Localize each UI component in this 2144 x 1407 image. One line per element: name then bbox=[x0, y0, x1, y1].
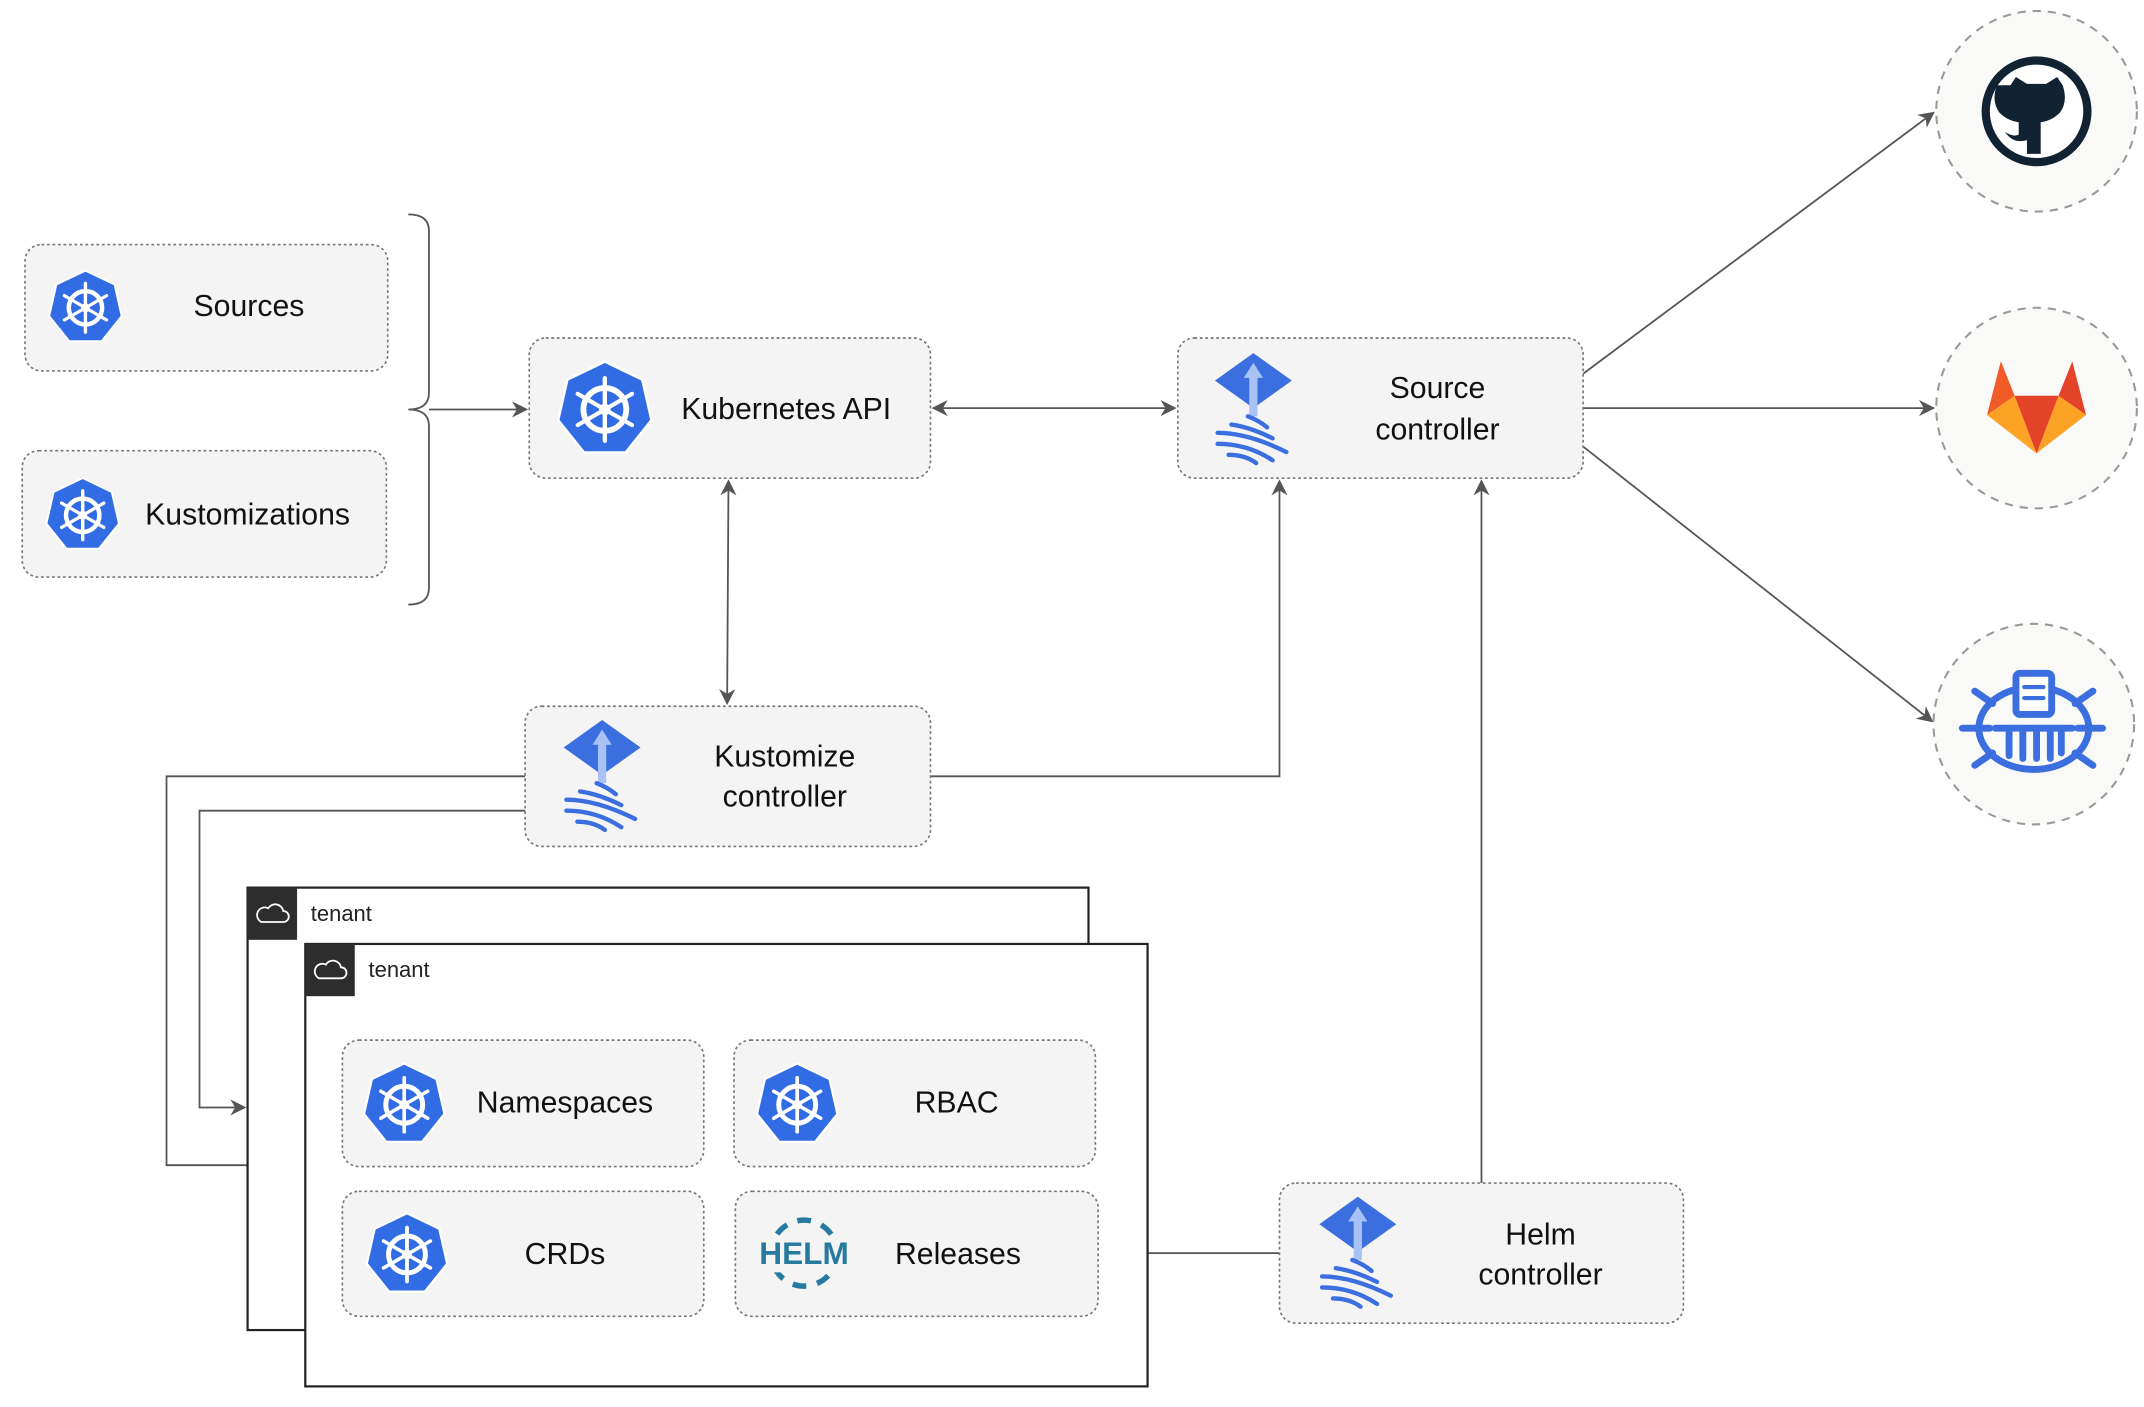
namespaces-label: Namespaces bbox=[477, 1087, 653, 1120]
edge-source-to-bucket bbox=[1582, 445, 1934, 723]
tenant-label: tenant bbox=[311, 901, 372, 926]
edge-kustomize-to-tenant-back bbox=[198, 809, 526, 1116]
cloud-icon bbox=[313, 959, 348, 980]
tenant-label: tenant bbox=[369, 957, 430, 982]
node-sources[interactable]: Sources bbox=[24, 243, 389, 372]
helm-controller-label-line2: controller bbox=[1478, 1258, 1602, 1291]
edge-api-kustomize-controller bbox=[719, 479, 737, 706]
gitlab-source[interactable] bbox=[1935, 306, 2138, 510]
rbac-label: RBAC bbox=[915, 1087, 999, 1120]
node-kustomizations[interactable]: Kustomizations bbox=[21, 449, 388, 578]
cloud-icon bbox=[256, 903, 290, 923]
node-namespaces[interactable]: Namespaces bbox=[341, 1039, 705, 1168]
releases-label: Releases bbox=[895, 1238, 1021, 1271]
helm-controller-label-line1: Helm bbox=[1505, 1219, 1576, 1252]
kustomize-controller-label-line1: Kustomize bbox=[714, 740, 855, 773]
edge-kustomize-to-source bbox=[930, 479, 1288, 778]
kustomizations-label: Kustomizations bbox=[145, 499, 350, 532]
node-crds[interactable]: CRDs bbox=[341, 1190, 705, 1318]
bucket-source[interactable] bbox=[1932, 622, 2136, 826]
node-helm-controller[interactable]: Helm controller bbox=[1278, 1182, 1685, 1325]
node-rbac[interactable]: RBAC bbox=[733, 1039, 1097, 1168]
node-kustomize-controller[interactable]: Kustomize controller bbox=[524, 705, 932, 848]
node-releases[interactable]: HELM Releases bbox=[734, 1190, 1099, 1318]
kustomize-controller-label-line2: controller bbox=[723, 780, 847, 813]
github-source[interactable] bbox=[1935, 9, 2138, 213]
sources-label: Sources bbox=[194, 290, 305, 323]
crds-label: CRDs bbox=[525, 1238, 606, 1271]
node-source-controller[interactable]: Source controller bbox=[1176, 337, 1584, 479]
gitlab-icon bbox=[1987, 361, 2087, 454]
source-controller-label-line1: Source bbox=[1390, 372, 1486, 405]
node-kubernetes-api[interactable]: Kubernetes API bbox=[528, 337, 932, 479]
kubernetes-api-label: Kubernetes API bbox=[681, 393, 891, 426]
edge-source-to-github bbox=[1582, 111, 1935, 375]
github-icon bbox=[1981, 56, 2092, 167]
edge-kustomize-to-tenant-front bbox=[165, 775, 526, 1174]
source-controller-label-line2: controller bbox=[1375, 413, 1499, 446]
helm-icon: HELM bbox=[759, 1217, 849, 1289]
sources-brace bbox=[408, 213, 430, 606]
bucket-icon bbox=[1958, 669, 2106, 773]
helm-logo-text: HELM bbox=[759, 1235, 849, 1271]
